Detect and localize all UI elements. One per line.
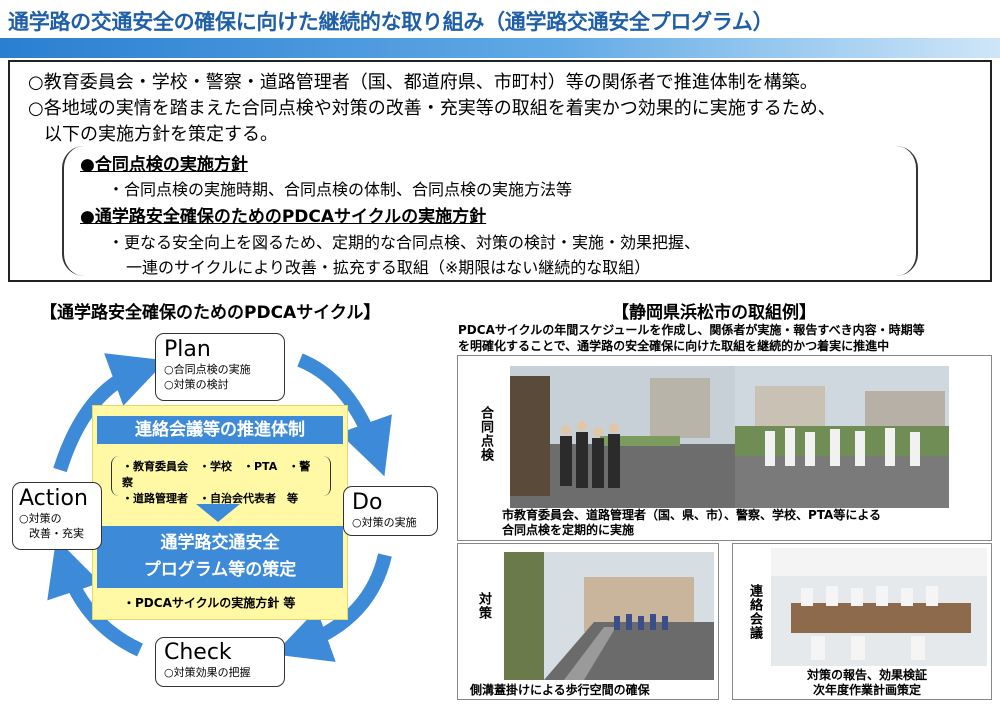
check-label: Check xyxy=(164,640,232,665)
check-box: Check ○対策効果の把握 xyxy=(155,637,285,687)
program-note: ・PDCAサイクルの実施方針 等 xyxy=(123,596,296,610)
members-line-1: ・教育委員会 ・学校 ・PTA ・警察 xyxy=(122,460,311,489)
summary-line-2: ○各地域の実情を踏まえた合同点検や対策の改善・充実等の取組を着実かつ効果的に実施… xyxy=(28,98,836,119)
center-panel: 連絡会議等の推進体制 ・教育委員会 ・学校 ・PTA ・警察 ・道路管理者 ・自… xyxy=(92,405,348,620)
do-label: Do xyxy=(352,490,383,515)
program-line-2: プログラム等の策定 xyxy=(143,560,297,580)
meeting-photo xyxy=(771,548,987,666)
meeting-panel: 連絡会議 対策の報告、効果検証 次年度作業計画策定 xyxy=(732,543,992,700)
measure-photo xyxy=(504,552,714,680)
summary-box: ○教育委員会・学校・警察・道路管理者（国、都道府県、市町村）等の関係者で推進体制… xyxy=(8,60,992,282)
members-line-2: ・道路管理者 ・自治会代表者 等 xyxy=(122,492,298,505)
inspection-photo-2 xyxy=(735,366,949,508)
plan-item-2: ○対策の検討 xyxy=(164,378,229,391)
arrow-plan-to-do xyxy=(297,353,392,477)
pdca-section-title: 【通学路安全確保のためのPDCAサイクル】 xyxy=(40,303,381,323)
measure-panel: 対策 側溝蓋掛けによる歩行空間の確保 xyxy=(457,543,719,700)
example-section-title: 【静岡県浜松市の取組例】 xyxy=(612,303,816,323)
members-list: ・教育委員会 ・学校 ・PTA ・警察 ・道路管理者 ・自治会代表者 等 xyxy=(111,456,331,505)
inspection-panel: 合同点検 xyxy=(457,355,992,541)
arrow-do-to-check xyxy=(273,553,392,662)
summary-line-1: ○教育委員会・学校・警察・道路管理者（国、都道府県、市町村）等の関係者で推進体制… xyxy=(28,72,818,93)
check-item-1: ○対策効果の把握 xyxy=(164,666,251,679)
program-line-1: 通学路交通安全 xyxy=(160,533,280,553)
policy2-detail-2: 一連のサイクルにより改善・拡充する取組（※期限はない継続的な取組） xyxy=(126,258,651,277)
plan-box: Plan ○合同点検の実施 ○対策の検討 xyxy=(155,333,285,401)
promotion-system-heading: 連絡会議等の推進体制 xyxy=(97,416,343,444)
program-box: 通学路交通安全 プログラム等の策定 xyxy=(97,526,343,588)
action-label: Action xyxy=(19,486,88,511)
do-box: Do ○対策の実施 xyxy=(343,486,438,536)
inspection-photo-1 xyxy=(510,366,738,508)
measure-label: 対策 xyxy=(476,592,491,620)
action-item-2: 改善・充実 xyxy=(29,527,84,540)
meeting-label: 連絡会議 xyxy=(747,584,762,640)
title-bar xyxy=(0,38,1000,58)
policy1-heading: ●合同点検の実施方針 xyxy=(80,155,248,175)
plan-item-1: ○合同点検の実施 xyxy=(164,363,251,376)
meeting-caption-1: 対策の報告、効果検証 xyxy=(807,668,928,682)
policy-bracket xyxy=(62,146,918,276)
example-desc-2: を明確化することで、通学路の安全確保に向けた取組を継続的かつ着実に推進中 xyxy=(458,339,890,353)
action-item-1: ○対策の xyxy=(19,512,62,525)
down-arrow-icon xyxy=(196,504,240,522)
summary-line-3: 以下の実施方針を策定する。 xyxy=(44,124,278,145)
do-item-1: ○対策の実施 xyxy=(352,516,417,529)
inspection-caption-1: 市教育委員会、道路管理者（国、県、市）、警察、学校、PTA等による xyxy=(502,508,881,522)
measure-caption: 側溝蓋掛けによる歩行空間の確保 xyxy=(470,683,650,697)
inspection-label: 合同点検 xyxy=(478,406,493,462)
policy1-detail: ・合同点検の実施時期、合同点検の体制、合同点検の実施方法等 xyxy=(108,180,573,199)
plan-label: Plan xyxy=(164,337,211,362)
meeting-caption-2: 次年度作業計画策定 xyxy=(813,683,922,697)
policy2-detail-1: ・更なる安全向上を図るため、定期的な合同点検、対策の検討・実施・効果把握、 xyxy=(108,233,701,252)
policy2-heading: ●通学路安全確保のためのPDCAサイクルの実施方針 xyxy=(80,207,487,227)
page-title: 通学路の交通安全の確保に向けた継続的な取り組み（通学路交通安全プログラム） xyxy=(8,10,774,34)
example-desc-1: PDCAサイクルの年間スケジュールを作成し、関係者が実施・報告すべき内容・時期等 xyxy=(458,323,925,337)
action-box: Action ○対策の 改善・充実 xyxy=(12,482,102,550)
inspection-caption-2: 合同点検を定期的に実施 xyxy=(502,523,635,537)
